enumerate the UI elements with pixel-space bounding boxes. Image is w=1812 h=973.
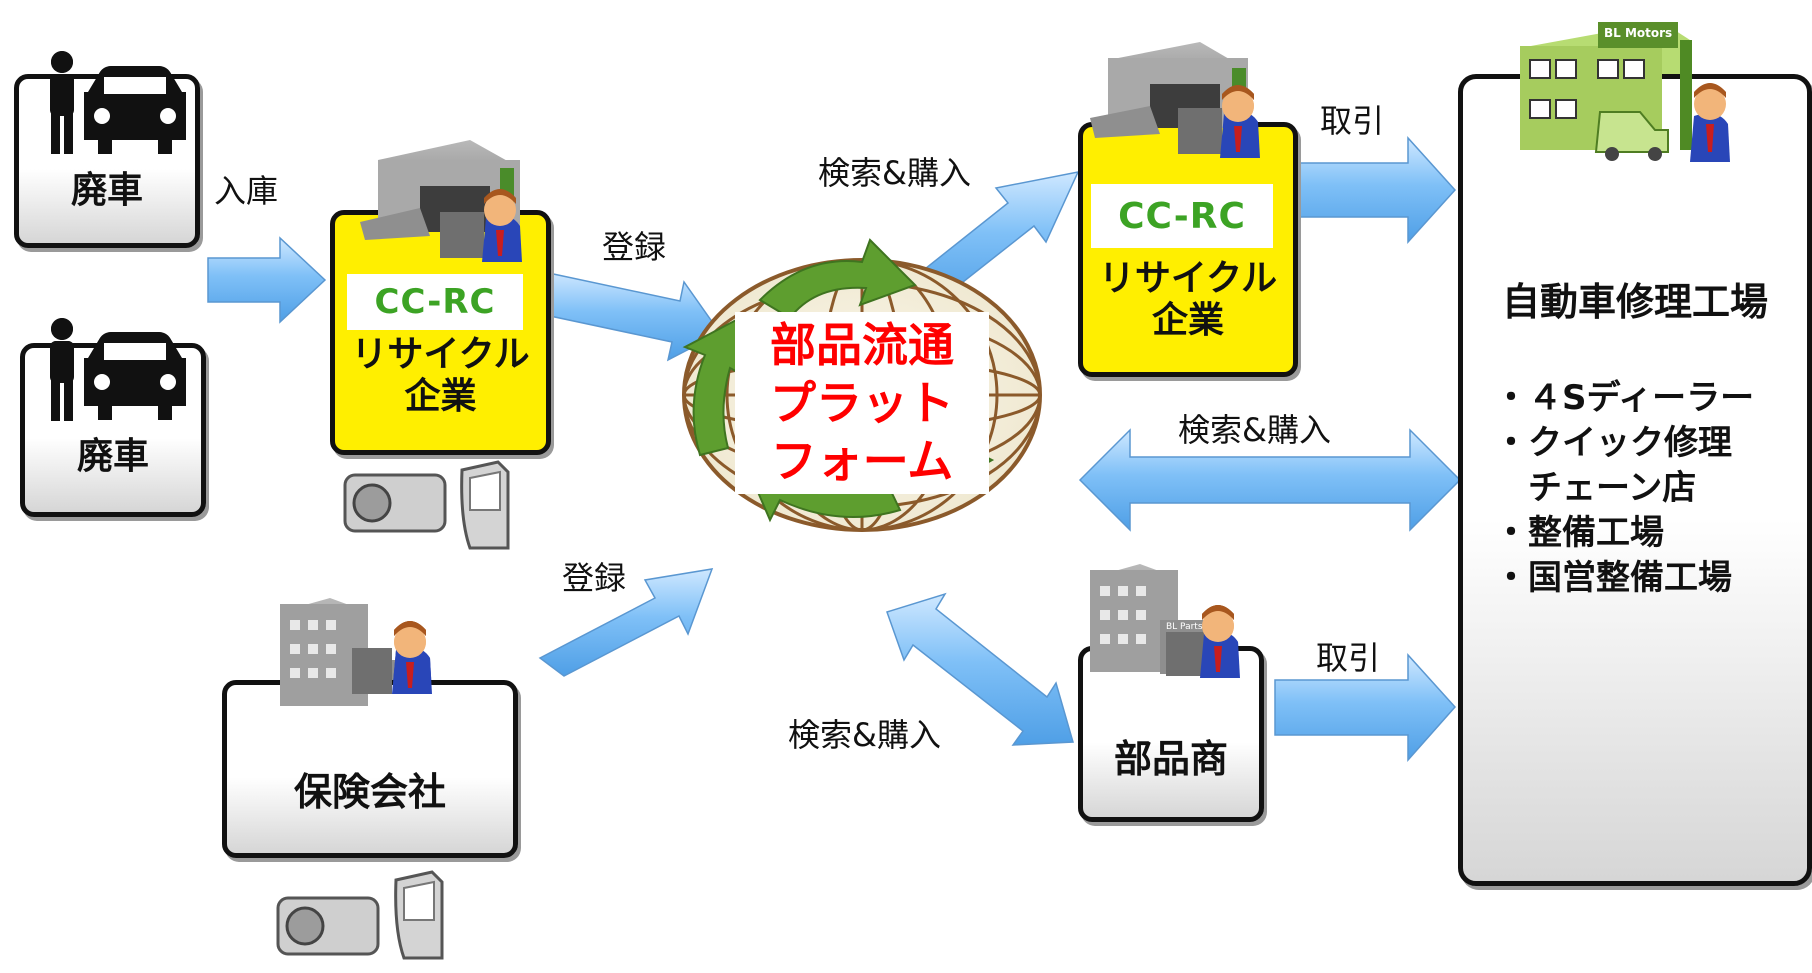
parts-dealer-label: 部品商	[1113, 737, 1228, 781]
recycler-label-right-line2: 企業	[1151, 300, 1224, 342]
repair-shop-list: ・４Sディーラー ・クイック修理 チェーン店 ・整備工場 ・国営整備工場	[1494, 376, 1754, 601]
warehouse-left-overlay	[360, 160, 522, 262]
arrow-storage	[207, 236, 327, 324]
parts-icon-bottom	[276, 870, 444, 960]
edge-label-register-top: 登録	[602, 228, 667, 266]
recycler-label-right: リサイクル 企業	[1078, 258, 1298, 343]
platform-label-line1: 部品流通	[770, 318, 954, 372]
person-car-icon-1-overlay	[50, 51, 186, 154]
edge-label-register-bottom: 登録	[562, 559, 627, 597]
edge-label-search-buy-top: 検索&購入	[818, 154, 971, 192]
recycler-label-left: リサイクル 企業	[330, 334, 551, 419]
ccrc-logo-left: CC-RC	[347, 274, 523, 330]
parts-icon-left	[343, 460, 510, 550]
platform-label-line2: プラット	[770, 376, 954, 430]
platform-label: 部品流通 プラット フォーム	[735, 312, 989, 494]
arrow-trade-top	[1281, 136, 1457, 244]
recycler-label-left-line1: リサイクル	[351, 334, 530, 375]
recycler-label-left-line2: 企業	[404, 376, 477, 418]
repair-shop-list-item: チェーン店	[1494, 468, 1697, 508]
repair-shop-box	[1458, 74, 1812, 886]
edge-label-search-buy-bottom: 検索&購入	[788, 716, 941, 754]
person-car-icon-2-overlay	[50, 318, 186, 421]
parts-building-overlay	[1090, 570, 1240, 678]
scrap-car-label-1: 廃車	[70, 170, 143, 211]
ccrc-logo-right: CC-RC	[1091, 184, 1273, 248]
arrow-trade-bottom	[1274, 653, 1457, 762]
platform-label-line3: フォーム	[770, 434, 954, 488]
arrows	[207, 136, 1462, 762]
insurance-box	[222, 680, 518, 858]
recycler-box-right	[1078, 122, 1298, 377]
repair-shop-title: 自動車修理工場	[1501, 280, 1768, 324]
insurance-building-overlay	[280, 604, 432, 706]
building-sign: BL Motors	[1604, 26, 1673, 40]
edge-label-trade-top: 取引	[1320, 102, 1385, 140]
recycler-label-right-line1: リサイクル	[1098, 258, 1278, 299]
repair-shop-overlay	[1520, 22, 1730, 162]
insurance-label: 保険会社	[293, 770, 446, 814]
arrow-register-bottom	[538, 568, 714, 677]
scrap-car-label-2: 廃車	[76, 436, 149, 477]
edge-label-search-buy-middle: 検索&購入	[1178, 411, 1331, 449]
arrow-search-buy-diagonal	[886, 592, 1074, 746]
repair-shop-list-item: ・整備工場	[1494, 513, 1664, 553]
warehouse-right-overlay	[1090, 58, 1260, 158]
repair-shop-list-item: ・４Sディーラー	[1494, 378, 1755, 418]
repair-shop-list-item: ・クイック修理	[1494, 423, 1732, 463]
parts-sign: BL Parts	[1166, 622, 1203, 632]
edge-label-trade-bottom: 取引	[1316, 639, 1381, 677]
repair-shop-list-item: ・国営整備工場	[1494, 558, 1732, 598]
edge-label-storage: 入庫	[214, 172, 279, 210]
